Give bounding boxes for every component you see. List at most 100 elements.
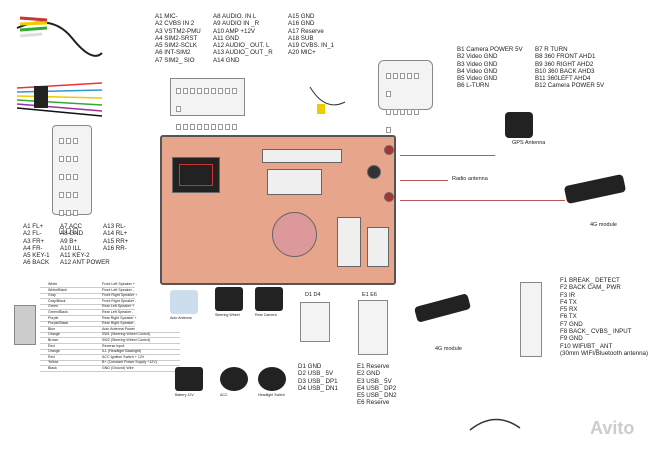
wire-color-label: Gray	[48, 293, 56, 298]
wire-function-label: ILL (Headlight Backlight)	[102, 349, 142, 354]
wire-function-label: SW2 (Steering Wheel Control)	[102, 338, 151, 342]
wire	[40, 292, 135, 294]
pin-label: A2 FL-	[23, 230, 42, 238]
port-c	[267, 169, 322, 195]
wire-color-label: Black	[48, 366, 57, 370]
wire-color-label: White/Black	[48, 287, 67, 292]
power-connector-diagram	[52, 125, 92, 234]
pin-label: F6 TX	[560, 313, 577, 321]
avito-watermark: Avito	[590, 418, 634, 439]
wire	[40, 326, 135, 328]
cable-harness-image	[12, 8, 107, 63]
pin-label: A6 INT-SIM2	[155, 49, 191, 57]
device-label: Battery 12V	[175, 393, 194, 397]
pin-label: E2 GND	[357, 370, 381, 378]
pin-label: A2 CVBS IN 2	[155, 20, 195, 28]
pin-label: F10 WIFI/BT_ ANT	[560, 342, 613, 350]
wire-function-label: B+ (Constant Power Supply +12V)	[102, 360, 157, 365]
d-header: D1 D4	[305, 292, 321, 298]
device-image	[175, 367, 203, 391]
wire-color-label: Purple	[48, 315, 59, 320]
wire-function-label: Rear Left Speaker +	[102, 304, 135, 309]
wire-color-label: Green/Black	[48, 310, 68, 314]
wire	[40, 331, 180, 333]
wire	[40, 354, 180, 356]
port-e	[367, 227, 389, 267]
port-b	[262, 149, 342, 163]
pin-label: B1 Camera POWER 5V	[457, 46, 523, 53]
pin-label: A7 SIM2_ SIO	[155, 56, 195, 64]
wire	[40, 309, 135, 311]
pin-label: A13 RL-	[103, 223, 126, 230]
fan	[272, 212, 317, 257]
wire	[40, 303, 135, 305]
4g-module-bottom-label: 4G module	[435, 346, 462, 352]
pin-label: B4 Video GND	[457, 67, 498, 75]
watermark-text: Avito	[590, 418, 635, 438]
pin-label: B9 360 RIGHT AHD2	[535, 60, 594, 68]
pin-label: A12 ANT POWER	[60, 259, 110, 267]
device-label: Rear Camera	[255, 313, 277, 317]
gps-antenna-image	[505, 112, 533, 138]
pin-label: A9 AUDIO IN _R	[213, 20, 260, 28]
connector-e-diagram	[358, 300, 388, 355]
pin-label: A10 AMP +12V	[213, 27, 256, 35]
pin-label: A1 FL+	[23, 223, 44, 230]
pin-label: A20 MIC+	[288, 49, 316, 57]
device-image	[220, 367, 248, 391]
wire-color-label: Blue	[48, 326, 56, 331]
pin-label: B7 R TURN	[535, 46, 568, 53]
pin-label: D1 GND	[298, 363, 322, 370]
pin-label: D4 USB_ DN1	[298, 384, 338, 392]
pin-label: B11 360LEFT AHD4	[535, 75, 591, 83]
pin-label: B6 L-TURN	[457, 82, 489, 90]
wire-function-label: GND (Ground) Wire	[102, 366, 134, 370]
pin-label: A5 KEY-1	[23, 252, 50, 260]
wire-color-label: Orange	[48, 349, 60, 354]
wire	[40, 343, 180, 344]
4g-module-bottom-image	[413, 293, 472, 323]
wire-function-label: Rear Left Speaker -	[102, 310, 134, 314]
pin-label: A16 RR-	[103, 244, 127, 252]
wire-color-label: Brown	[48, 338, 59, 342]
port-radio	[367, 165, 381, 179]
wire-function-label: Auto Antenna Power	[102, 326, 135, 331]
wire-function-label: Front Right Speaker -	[102, 298, 137, 303]
pin-label: A12 AUDIO_ OUT. L	[213, 42, 270, 50]
radio-antenna-label: Radio antenna	[452, 176, 488, 182]
connector-f-diagram	[520, 282, 542, 357]
pin-label: A11 GND	[213, 34, 240, 42]
pin-label: B10 360 BACK AHD3	[535, 67, 595, 75]
pin-label: A8 AUDIO. IN L	[213, 13, 257, 20]
pin-label: B3 Video GND	[457, 60, 498, 68]
pin-label: A3 VSTM2-PMU	[155, 27, 201, 35]
device-image	[215, 287, 243, 311]
wire-color-label: Green	[48, 304, 58, 309]
wire	[40, 320, 135, 322]
device-image	[255, 287, 283, 311]
wire	[40, 348, 180, 350]
e-header: E1 E6	[362, 292, 377, 298]
wire-color-label: Yellow	[48, 360, 59, 365]
pin-label: F2 BACK CAM_ PWR	[560, 284, 621, 292]
4g-module-right-image	[563, 173, 627, 205]
port-4g	[384, 192, 394, 202]
pin-label: B8 360 FRONT AHD1	[535, 53, 596, 61]
wire-color-label: White	[48, 282, 58, 286]
wire-color-label: Red	[48, 343, 55, 348]
head-unit-back-panel	[160, 135, 396, 285]
wire-color-label: Red	[48, 354, 55, 359]
pin-label: A4 SIM2-SRST	[155, 34, 198, 42]
wire	[40, 337, 180, 339]
pin-label: A10 ILL	[60, 244, 82, 252]
pin-label: A3 FR+	[23, 237, 45, 245]
device-label: Headlight Switch	[258, 393, 285, 397]
wire-function-label: Front Left Speaker +	[102, 282, 135, 286]
pin-label: E5 USB_ DN2	[357, 392, 397, 400]
